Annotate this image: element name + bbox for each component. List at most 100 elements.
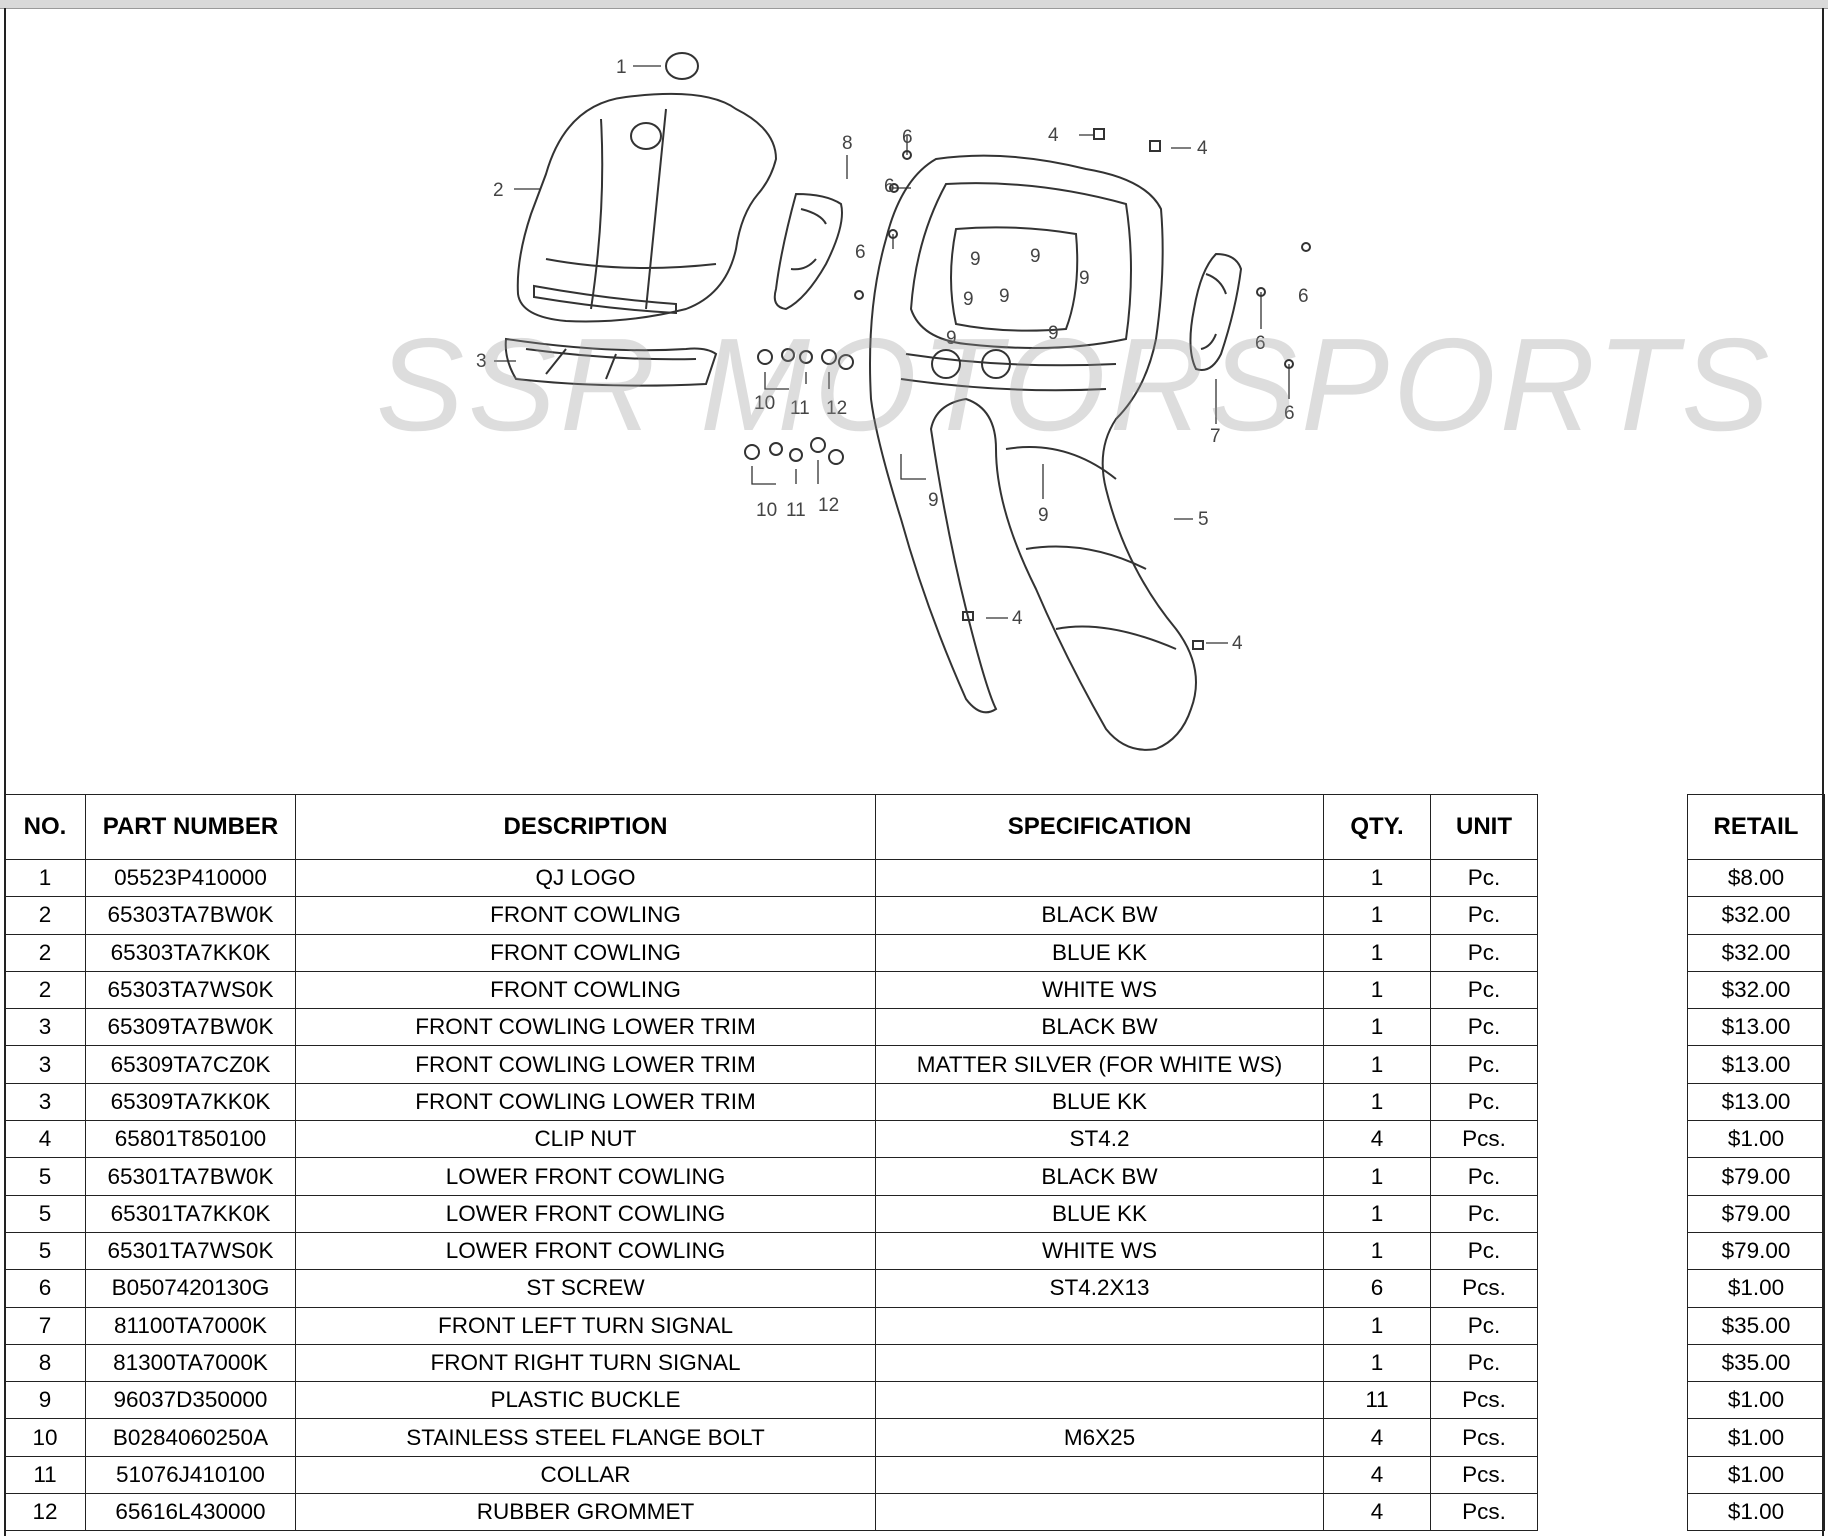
- callout-9: 9: [999, 286, 1010, 307]
- cell-retail: $32.00: [1687, 933, 1825, 972]
- cell-blank: [1537, 859, 1688, 897]
- cell-specification: M6X25: [875, 1418, 1324, 1457]
- callout-3: 3: [476, 351, 487, 372]
- cell-specification: WHITE WS: [875, 1231, 1324, 1271]
- cell-part-number: 65303TA7KK0K: [85, 933, 296, 972]
- callout-9: 9: [1048, 323, 1059, 344]
- page-frame: [4, 8, 1824, 1536]
- cell-description: FRONT COWLING: [295, 933, 876, 972]
- cell-part-number: 65801T850100: [85, 1120, 296, 1159]
- callout-9: 9: [1079, 268, 1090, 289]
- cell-part-number: 65301TA7KK0K: [85, 1194, 296, 1233]
- cell-no: 2: [4, 896, 86, 935]
- cell-description: FRONT LEFT TURN SIGNAL: [295, 1306, 876, 1345]
- callout-4: 4: [1048, 125, 1059, 146]
- cell-no: 5: [4, 1194, 86, 1233]
- callout-7: 7: [1210, 426, 1221, 447]
- cell-no: 6: [4, 1269, 86, 1308]
- callout-12: 12: [826, 398, 847, 419]
- cell-description: FRONT COWLING LOWER TRIM: [295, 1008, 876, 1047]
- cell-description: PLASTIC BUCKLE: [295, 1381, 876, 1420]
- cell-blank: [1537, 1045, 1688, 1084]
- cell-blank: [1537, 1008, 1688, 1046]
- cell-description: LOWER FRONT COWLING: [295, 1194, 876, 1233]
- parts-table: NO. PART NUMBER DESCRIPTION SPECIFICATIO…: [4, 794, 1825, 1532]
- cell-specification: WHITE WS: [875, 970, 1324, 1010]
- callout-10: 10: [756, 500, 777, 521]
- cell-specification: BLACK BW: [875, 1008, 1324, 1047]
- cell-qty: 1: [1323, 896, 1431, 935]
- callout-11: 11: [790, 398, 810, 419]
- cell-retail: $1.00: [1687, 1381, 1825, 1420]
- cell-blank: [1537, 1269, 1688, 1308]
- callout-1: 1: [616, 57, 627, 78]
- cell-qty: 6: [1323, 1269, 1431, 1308]
- top-bar: [0, 0, 1828, 9]
- header-blank: [1537, 794, 1688, 860]
- cell-blank: [1537, 971, 1688, 1009]
- cell-specification: [875, 1381, 1324, 1420]
- cell-retail: $35.00: [1687, 1306, 1825, 1345]
- callout-4: 4: [1012, 608, 1023, 629]
- cell-part-number: 05523P410000: [85, 858, 296, 898]
- cell-retail: $8.00: [1687, 858, 1825, 898]
- callout-2: 2: [493, 180, 504, 201]
- part-1-logo: [665, 52, 699, 80]
- callout-4: 4: [1232, 633, 1243, 654]
- cell-no: 5: [4, 1157, 86, 1196]
- cell-part-number: 65309TA7CZ0K: [85, 1045, 296, 1084]
- cell-retail: $1.00: [1687, 1493, 1825, 1532]
- callout-6: 6: [902, 127, 913, 148]
- cell-blank: [1537, 934, 1688, 972]
- cell-retail: $1.00: [1687, 1455, 1825, 1495]
- cell-unit: Pc.: [1430, 858, 1538, 898]
- cell-description: ST SCREW: [295, 1269, 876, 1308]
- cell-unit: Pc.: [1430, 970, 1538, 1010]
- header-part-number: PART NUMBER: [85, 794, 296, 860]
- cell-description: FRONT COWLING LOWER TRIM: [295, 1082, 876, 1122]
- cell-retail: $13.00: [1687, 1082, 1825, 1122]
- cell-unit: Pcs.: [1430, 1381, 1538, 1420]
- callout-6: 6: [884, 176, 895, 197]
- cell-qty: 1: [1323, 1306, 1431, 1345]
- cell-blank: [1537, 1083, 1688, 1121]
- cell-part-number: 51076J410100: [85, 1455, 296, 1495]
- callout-5: 5: [1198, 509, 1209, 530]
- callout-6: 6: [855, 242, 866, 263]
- header-no: NO.: [4, 794, 86, 860]
- callout-6: 6: [1298, 286, 1309, 307]
- cell-retail: $32.00: [1687, 896, 1825, 935]
- cell-unit: Pc.: [1430, 1157, 1538, 1196]
- cell-qty: 1: [1323, 1157, 1431, 1196]
- callout-8: 8: [842, 133, 853, 154]
- cell-qty: 1: [1323, 970, 1431, 1010]
- cell-blank: [1537, 896, 1688, 935]
- cell-no: 1: [4, 858, 86, 898]
- cell-blank: [1537, 1157, 1688, 1196]
- cell-specification: [875, 858, 1324, 898]
- cell-unit: Pcs.: [1430, 1455, 1538, 1495]
- cell-qty: 1: [1323, 1231, 1431, 1271]
- cell-unit: Pc.: [1430, 1008, 1538, 1047]
- callout-9: 9: [1030, 246, 1041, 267]
- cell-retail: $35.00: [1687, 1343, 1825, 1383]
- part-8-turn-signal: [773, 192, 843, 311]
- cell-no: 5: [4, 1231, 86, 1271]
- cell-qty: 4: [1323, 1120, 1431, 1159]
- cell-specification: BLUE KK: [875, 1194, 1324, 1233]
- header-retail: RETAIL: [1687, 794, 1825, 860]
- callout-9: 9: [1038, 505, 1049, 526]
- cell-blank: [1537, 1344, 1688, 1382]
- cell-no: 8: [4, 1343, 86, 1383]
- cell-part-number: B0284060250A: [85, 1418, 296, 1457]
- cell-no: 3: [4, 1082, 86, 1122]
